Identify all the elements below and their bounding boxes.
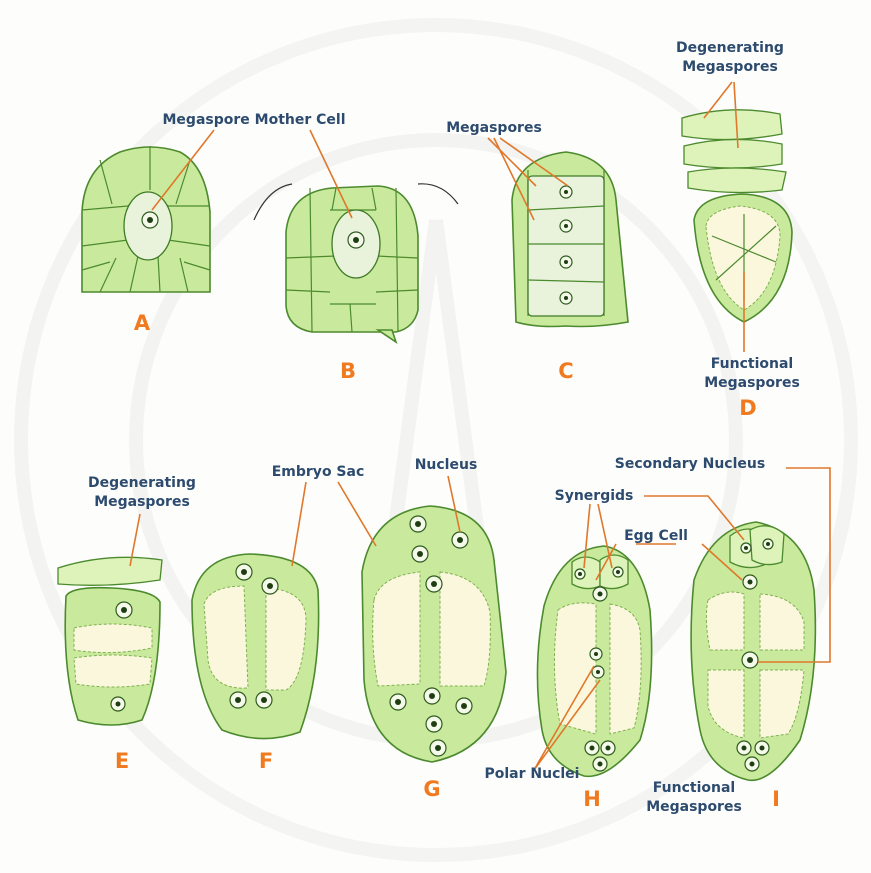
label-functional-megaspores-d-line1: Functional [711, 356, 793, 372]
label-polar-nuclei: Polar Nuclei [485, 766, 580, 782]
label-egg-cell: Egg Cell [624, 528, 688, 544]
stage-a-nucellus [82, 146, 210, 292]
label-functional-megaspores-i-line2: Megaspores [646, 799, 742, 815]
label-degenerating-megaspores-e-line2: Megaspores [94, 494, 190, 510]
stage-c-megaspore-tetrad [512, 152, 628, 327]
stage-letter-g: G [423, 777, 440, 801]
stage-letter-a: A [134, 311, 151, 335]
label-megaspores: Megaspores [446, 120, 542, 136]
stage-f-embryo-sac-four-nucleate [192, 554, 319, 739]
stage-letter-c: C [558, 359, 573, 383]
stage-e-embryo-sac-two-nucleate [58, 557, 162, 725]
label-nucleus: Nucleus [415, 457, 478, 473]
label-secondary-nucleus: Secondary Nucleus [615, 456, 765, 472]
label-functional-megaspores-i-line1: Functional [653, 780, 735, 796]
stage-letter-b: B [340, 359, 356, 383]
stage-letter-h: H [583, 787, 601, 811]
stage-letter-f: F [259, 749, 273, 773]
label-degenerating-megaspores-d-line2: Megaspores [682, 59, 778, 75]
stage-letter-e: E [115, 749, 129, 773]
stage-g-embryo-sac-eight-nucleate [362, 506, 506, 762]
label-megaspore-mother-cell: Megaspore Mother Cell [163, 112, 346, 128]
stage-letter-d: D [739, 396, 756, 420]
label-degenerating-megaspores-d-line1: Degenerating [676, 40, 784, 56]
stage-i-embryo-sac-secondary-nucleus [691, 522, 815, 780]
label-embryo-sac: Embryo Sac [272, 464, 365, 480]
label-degenerating-megaspores-e-line1: Degenerating [88, 475, 196, 491]
stage-letter-i: I [772, 787, 780, 811]
label-functional-megaspores-d-line2: Megaspores [704, 375, 800, 391]
label-synergids: Synergids [555, 488, 634, 504]
